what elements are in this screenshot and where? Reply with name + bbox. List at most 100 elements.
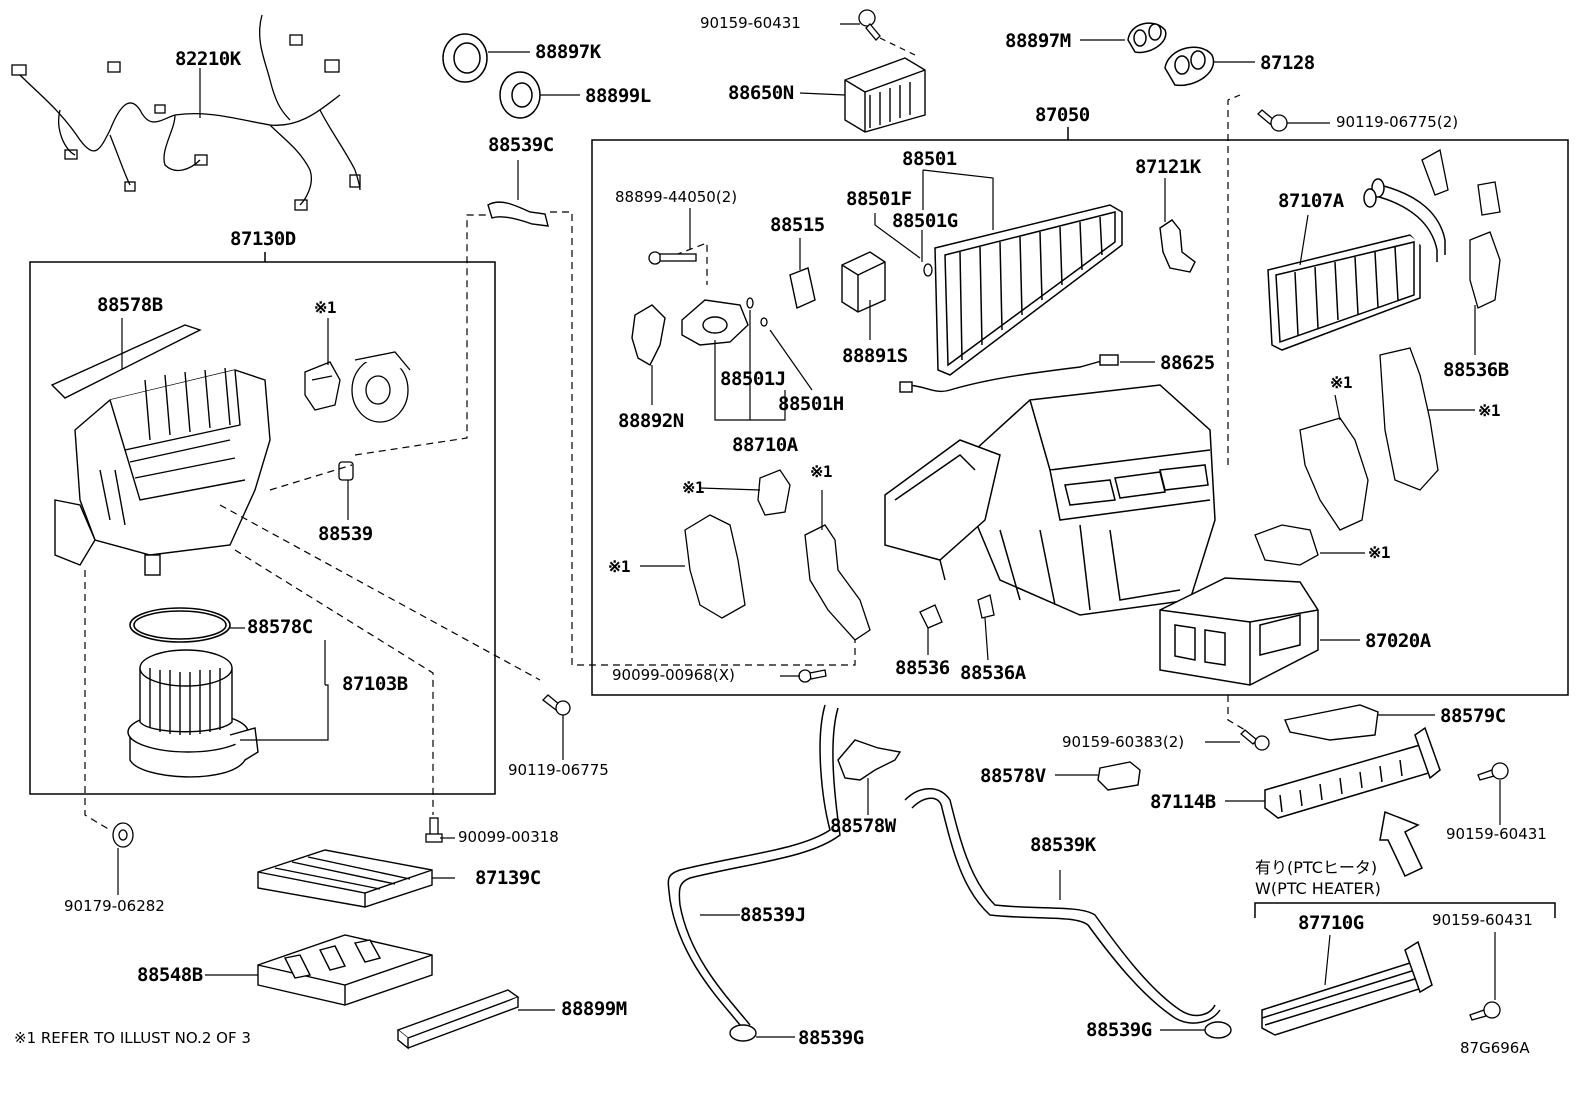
bolt-90099-00968 [798, 669, 827, 683]
label-87710G: 87710G [1298, 912, 1364, 934]
part-88515 [789, 267, 816, 309]
label-87103B: 87103B [342, 673, 408, 695]
seal-88897K [442, 33, 488, 83]
label-ref1-d: ※1 [682, 478, 705, 497]
label-90159-60383: 90159-60383(2) [1062, 733, 1185, 751]
label-88539K: 88539K [1030, 834, 1096, 856]
label-88710A: 88710A [732, 434, 798, 456]
blower-housing-cap [351, 351, 411, 423]
label-88579C: 88579C [1440, 705, 1506, 727]
part-88578V [1097, 761, 1141, 791]
unit-88650N [844, 57, 926, 133]
label-88899L: 88899L [585, 85, 651, 107]
footnote: ※1 REFER TO ILLUST NO.2 OF 3 [14, 1029, 251, 1047]
label-87050: 87050 [1035, 104, 1090, 126]
label-ptc-jp: 有り(PTCヒータ) [1255, 858, 1378, 877]
bolt-88899-44050 [648, 251, 697, 265]
actuator-88892N [631, 304, 666, 366]
grommet-87128 [1164, 46, 1215, 87]
label-88899M: 88899M [561, 998, 627, 1020]
bracket-87121K [1159, 219, 1196, 273]
label-88501: 88501 [902, 148, 957, 170]
strip-88578B [50, 324, 202, 399]
label-ref1-f: ※1 [608, 557, 631, 576]
label-88501H: 88501H [778, 393, 844, 415]
label-88501G: 88501G [892, 210, 958, 232]
bolt-90119-06775-a [1257, 109, 1288, 132]
figure-code: 87G696A [1460, 1039, 1530, 1057]
duct-88579C [1284, 704, 1379, 741]
screw-90099-00318 [425, 817, 443, 843]
wire-harness-82210K [11, 14, 361, 211]
hose-88539J [667, 704, 841, 1026]
label-88536A: 88536A [960, 662, 1026, 684]
part-88710A [681, 299, 749, 346]
label-88539J: 88539J [740, 904, 806, 926]
label-88578V: 88578V [980, 765, 1046, 787]
label-88539G-b: 88539G [1086, 1019, 1152, 1041]
duct-88578W [837, 739, 902, 781]
ptc-heater-87114B [1264, 726, 1441, 819]
label-ptc-en: W(PTC HEATER) [1255, 879, 1381, 898]
label-88897K: 88897K [535, 41, 601, 63]
label-90099-00318: 90099-00318 [458, 828, 559, 846]
ring-88578C [129, 607, 231, 643]
seal-88899L [499, 71, 541, 119]
label-88578C: 88578C [247, 616, 313, 638]
label-90159-60431-c: 90159-60431 [1432, 911, 1533, 929]
evaporator-88501 [934, 204, 1123, 376]
label-88536B: 88536B [1443, 359, 1509, 381]
label-88515: 88515 [770, 214, 825, 236]
ptc-heater-87710G [1261, 940, 1433, 1036]
dash-leaders-left [84, 94, 1246, 831]
blower-motor-87103B [127, 649, 259, 778]
label-87020A: 87020A [1365, 630, 1431, 652]
label-87128: 87128 [1260, 52, 1315, 74]
actuators-left-group [684, 469, 995, 641]
label-88892N: 88892N [618, 410, 684, 432]
label-88891S: 88891S [842, 345, 908, 367]
label-88539: 88539 [318, 523, 373, 545]
label-88625: 88625 [1160, 352, 1215, 374]
label-88539G-a: 88539G [798, 1027, 864, 1049]
label-90119-06775-b: 90119-06775 [508, 761, 609, 779]
bolt-90159-60431-a [858, 9, 881, 41]
callout-lines [117, 23, 1501, 1038]
label-90099-00968: 90099-00968(X) [612, 666, 735, 684]
heater-core-87107A [1267, 178, 1446, 351]
label-82210K: 82210K [175, 48, 241, 70]
grommets-88539G [729, 1021, 1232, 1042]
label-87139C: 87139C [475, 867, 541, 889]
sensor-88625 [899, 354, 1119, 393]
label-88578B: 88578B [97, 294, 163, 316]
label-87130D: 87130D [230, 228, 296, 250]
grommet-88897M [1127, 22, 1167, 54]
label-88650N: 88650N [728, 82, 794, 104]
label-88501F: 88501F [846, 188, 912, 210]
blower-case [54, 367, 271, 576]
bolt-90159-60431-b [1477, 762, 1509, 781]
label-87114B: 87114B [1150, 791, 1216, 813]
label-ref1-c: ※1 [1478, 401, 1501, 420]
label-88899-44050: 88899-44050(2) [615, 188, 738, 206]
bolt-90119-06775-b [542, 694, 571, 716]
frame-87710G [1254, 902, 1556, 918]
label-88536: 88536 [895, 657, 950, 679]
plug-88539 [338, 461, 354, 481]
bolt-90159-60431-c [1469, 1001, 1501, 1021]
label-88897M: 88897M [1005, 30, 1071, 52]
label-90159-60431-b: 90159-60431 [1446, 825, 1547, 843]
clips-right-top [1421, 148, 1501, 309]
label-90159-60431-a: 90159-60431 [700, 14, 801, 32]
actuators-right-group [1254, 347, 1439, 566]
o-rings [746, 263, 933, 327]
label-ref1-a: ※1 [314, 298, 337, 317]
frame-87130D [29, 261, 496, 795]
label-88539C: 88539C [488, 134, 554, 156]
arrow-up-right [1379, 810, 1423, 877]
label-ref1-e: ※1 [810, 462, 833, 481]
hose-88539C [487, 201, 549, 227]
filter-case-88548B [257, 934, 433, 1006]
clip-90179-06282 [112, 822, 134, 848]
